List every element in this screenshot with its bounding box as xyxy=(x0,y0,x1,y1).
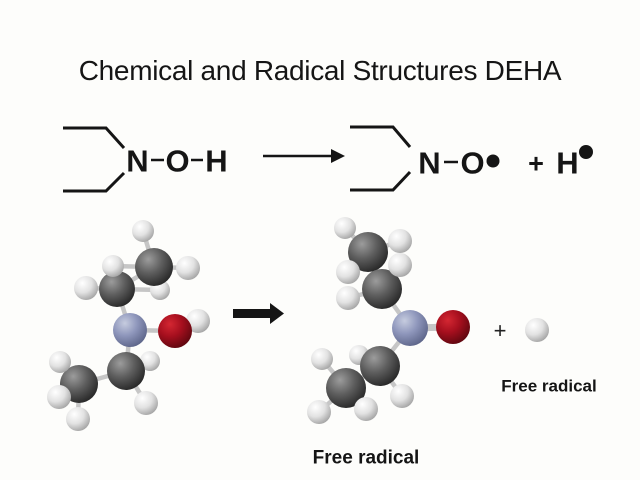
atom-hydrogen xyxy=(74,276,98,300)
product-hydrogen-label: H xyxy=(556,145,578,181)
formula-plus-sign: + xyxy=(528,148,544,179)
atom-hydrogen xyxy=(336,260,360,284)
atom-nitrogen xyxy=(392,310,428,346)
slide-title: Chemical and Radical Structures DEHA xyxy=(78,55,562,86)
atom-hydrogen xyxy=(47,385,71,409)
atom-hydrogen xyxy=(66,407,90,431)
reactant-nitrogen-label: N xyxy=(126,143,148,179)
reactant-oxygen-label: O xyxy=(165,143,189,179)
atom-hydrogen xyxy=(140,351,160,371)
atom-hydrogen xyxy=(525,318,549,342)
atom-hydrogen xyxy=(336,286,360,310)
reaction-arrow-3d xyxy=(233,303,284,324)
arrow-head xyxy=(331,149,345,163)
ethyl-line xyxy=(350,170,412,192)
atom-hydrogen xyxy=(102,255,124,277)
atom-carbon xyxy=(360,346,400,386)
radical-dot-oxygen xyxy=(486,154,500,168)
atom-hydrogen xyxy=(176,256,200,280)
atom-hydrogen xyxy=(334,217,356,239)
ethyl-line xyxy=(63,171,126,193)
atom-carbon xyxy=(362,269,402,309)
atom-hydrogen xyxy=(134,391,158,415)
atom-nitrogen xyxy=(113,313,147,347)
product-oxygen-label: O xyxy=(460,145,484,181)
atom-hydrogen xyxy=(186,309,210,333)
atom-hydrogen xyxy=(354,397,378,421)
atom-carbon xyxy=(135,248,173,286)
ethyl-line xyxy=(350,125,412,148)
free-radical-label-hydrogen: Free radical xyxy=(501,376,597,396)
free-hydrogen-atom xyxy=(525,318,549,342)
atom-hydrogen xyxy=(390,384,414,408)
atom-hydrogen xyxy=(388,229,412,253)
free-radical-label-molecule: Free radical xyxy=(312,447,420,469)
atom-carbon xyxy=(348,232,388,272)
atom-oxygen xyxy=(158,314,192,348)
atom-carbon xyxy=(326,368,366,408)
deha-radical-molecule xyxy=(307,217,470,424)
molecule-models xyxy=(47,217,549,431)
model-plus-sign: + xyxy=(493,318,507,343)
deha-molecule xyxy=(47,220,210,431)
ethyl-line xyxy=(63,126,126,150)
reactant-hydrogen-label: H xyxy=(205,143,227,179)
atom-hydrogen xyxy=(307,400,331,424)
product-nitrogen-label: N xyxy=(418,145,440,181)
reactant-ethyl-lines xyxy=(63,126,126,193)
atom-carbon xyxy=(99,271,135,307)
atom-oxygen xyxy=(436,310,470,344)
reaction-arrow-formula xyxy=(263,149,345,163)
atom-hydrogen xyxy=(388,253,412,277)
atom-hydrogen xyxy=(49,351,71,373)
atom-hydrogen xyxy=(132,220,154,242)
product-ethyl-lines xyxy=(350,125,412,192)
atom-hydrogen xyxy=(311,348,333,370)
radical-dot-hydrogen xyxy=(579,145,593,159)
atom-carbon xyxy=(107,352,145,390)
